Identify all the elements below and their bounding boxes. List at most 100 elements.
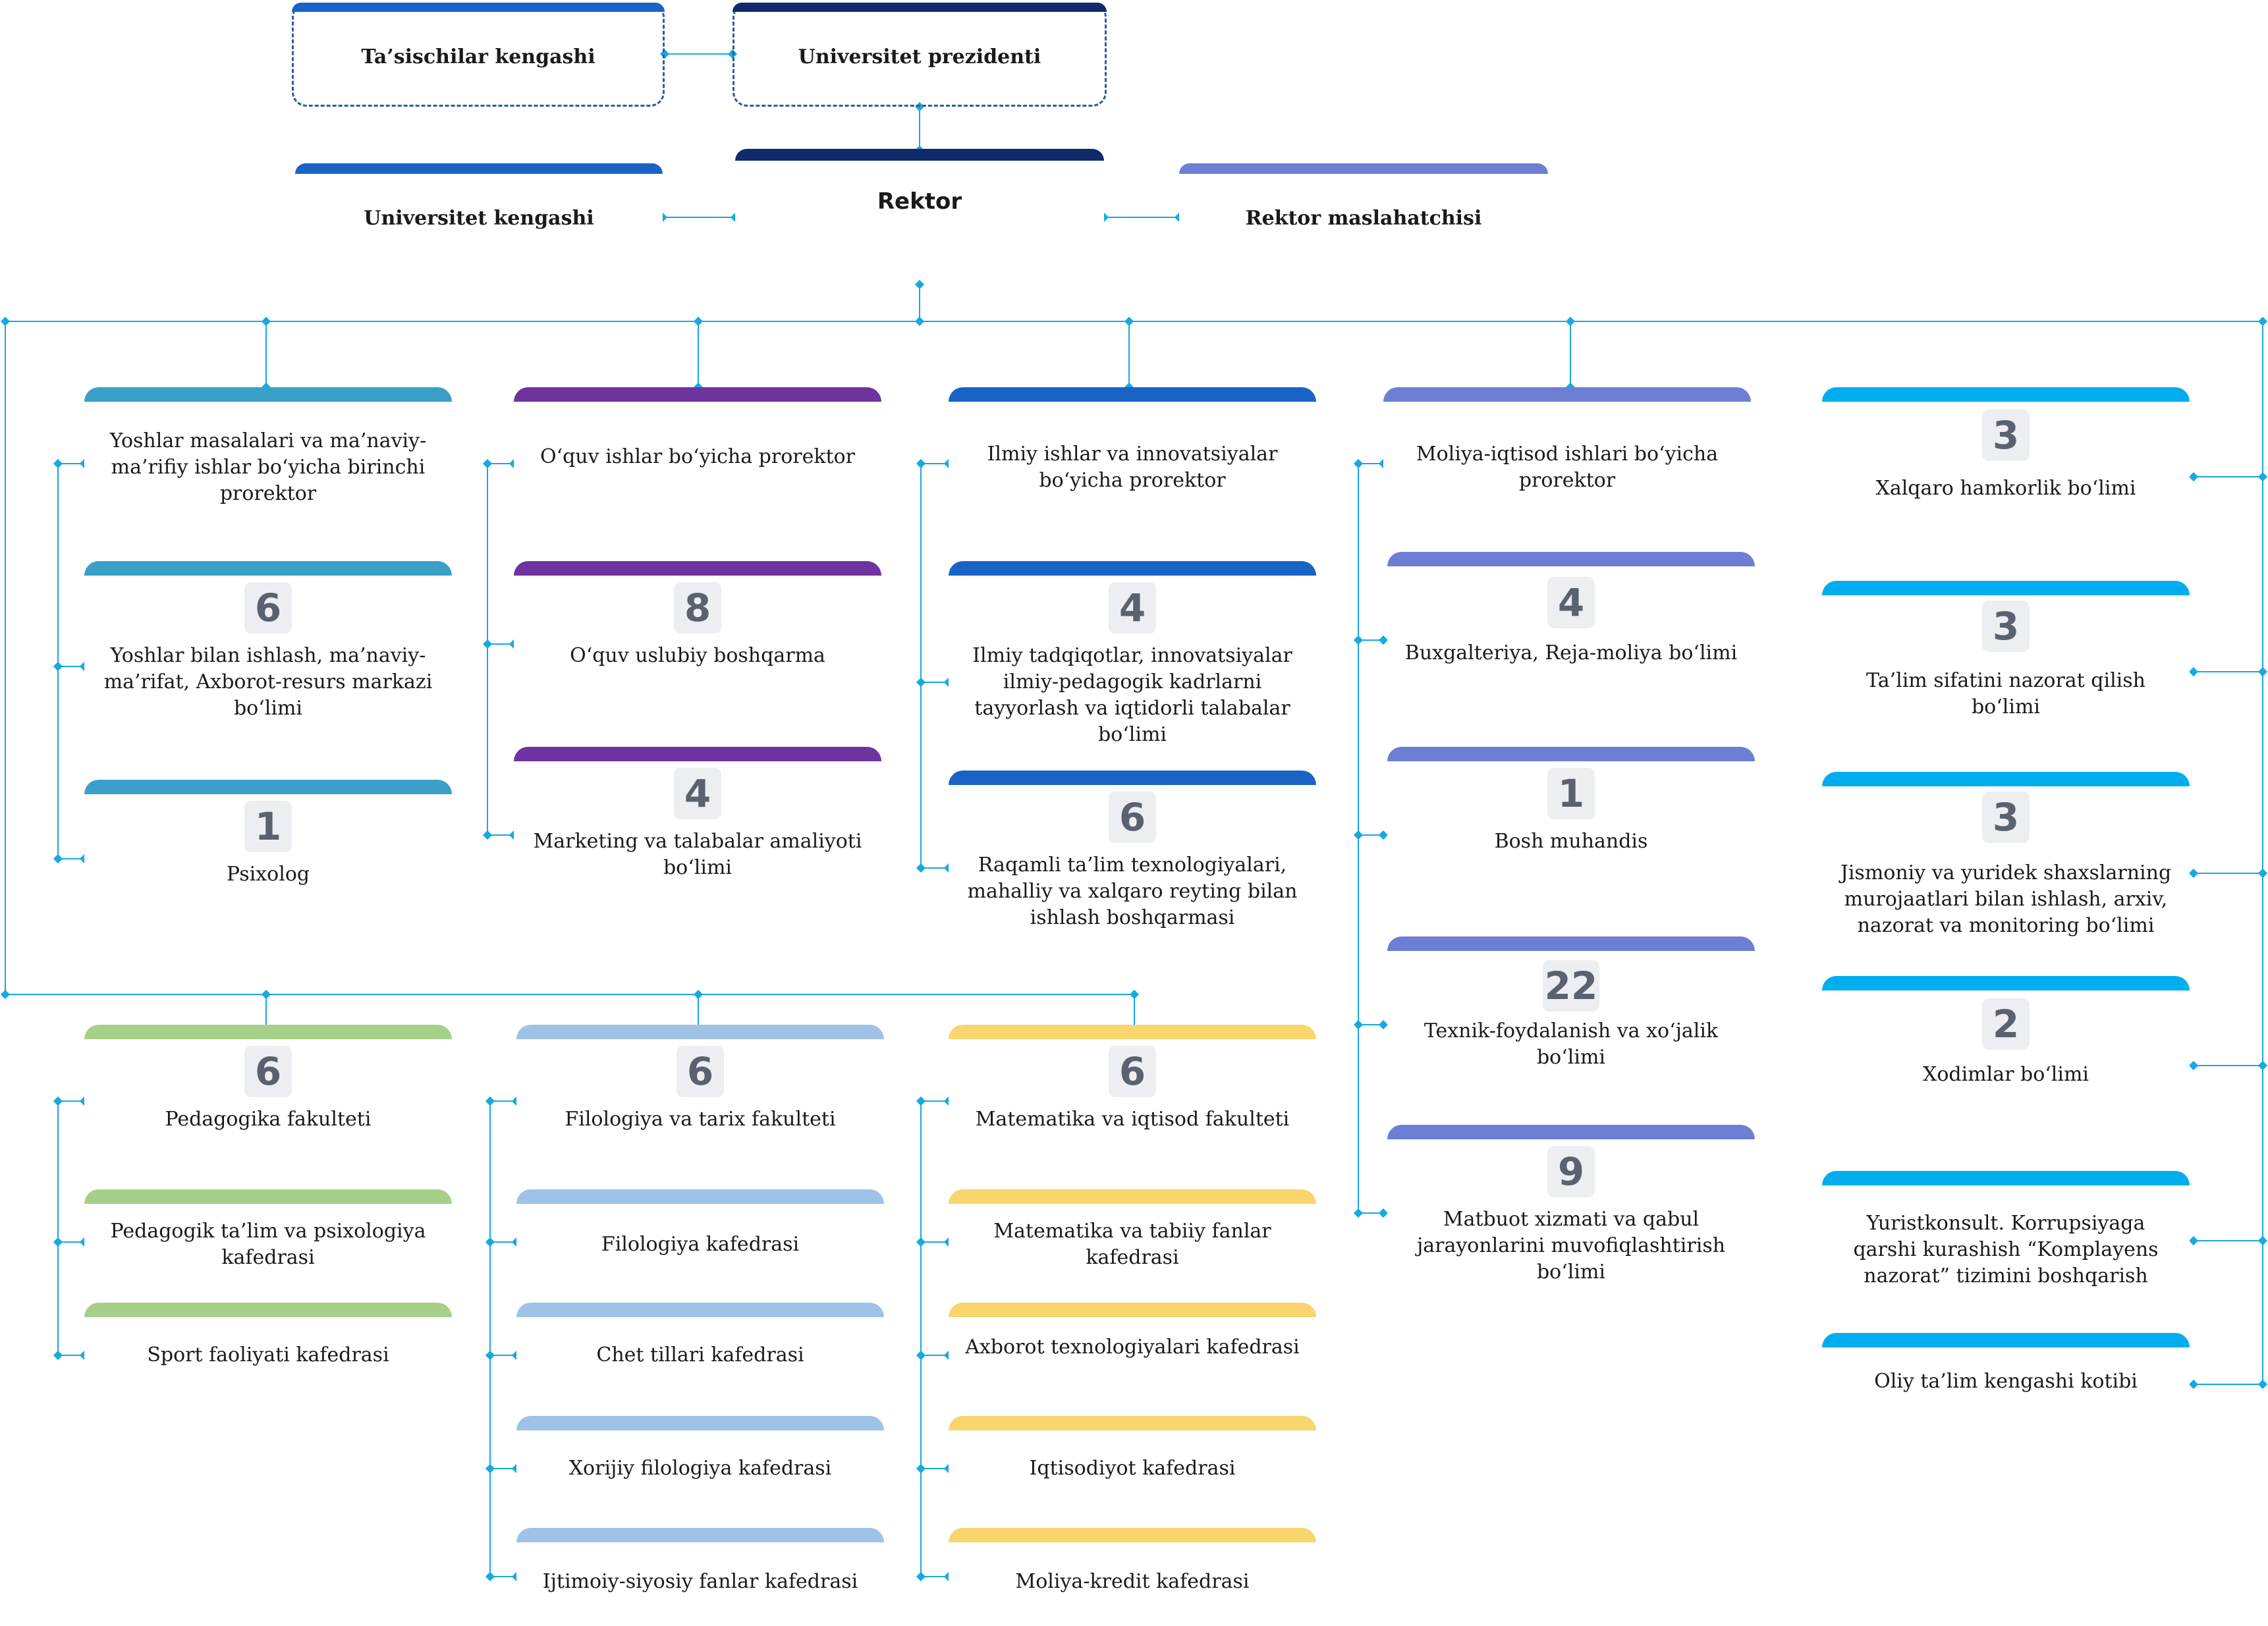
connector-node <box>2257 472 2268 482</box>
department-label: Moliya-kredit kafedrasi <box>1015 1570 1250 1593</box>
rector-advisor-box: Rektor maslahatchisi <box>1179 163 1548 242</box>
department-box: Matematika va tabiiy fanlar kafedrasi <box>949 1189 1316 1288</box>
international-box: 3 Xalqaro hamkorlik bo‘limi <box>1822 387 2190 519</box>
press-service-box: 9 Matbuot xizmati va qabul jarayonlarini… <box>1387 1125 1755 1296</box>
department-box: Chet tillari kafedrasi <box>516 1303 884 1388</box>
connector-node <box>916 1350 926 1361</box>
connector-node <box>2257 666 2268 677</box>
appeals-label: Jismoniy va yuridek shaxslarning murojaa… <box>1840 861 2172 937</box>
connector-node <box>916 1096 926 1106</box>
connector-node <box>485 1237 495 1247</box>
connector-node <box>659 49 670 59</box>
methodical-board-label: O‘quv uslubiy boshqarma <box>570 644 825 667</box>
staff-count-badge: 3 <box>1982 601 2030 652</box>
connector-node <box>482 639 493 649</box>
finance-prorector-label: Moliya-iqtisod ishlari bo‘yicha prorekto… <box>1416 443 1719 492</box>
founders-bar <box>292 3 665 12</box>
staff-count-badge: 6 <box>244 1046 292 1097</box>
staff-count-badge: 9 <box>1547 1146 1595 1197</box>
hr-label: Xodimlar bo‘limi <box>1922 1063 2089 1086</box>
connector-node <box>1378 830 1389 840</box>
rector-box: Rektor <box>735 149 1104 248</box>
council-bar <box>295 163 663 174</box>
staff-count-badge: 6 <box>244 582 292 634</box>
staff-count-badge: 1 <box>1547 768 1595 819</box>
accounting-label: Buxgalteriya, Reja-moliya bo‘limi <box>1404 641 1738 664</box>
faculty-label: Filologiya va tarix fakulteti <box>565 1108 836 1131</box>
connector-node <box>485 1571 495 1582</box>
connector-node <box>914 101 925 112</box>
academic-prorector-label: O‘quv ishlar bo‘yicha prorektor <box>539 445 856 468</box>
connector-node <box>2188 666 2199 677</box>
connector-node <box>485 1096 495 1106</box>
psychologist-label: Psixolog <box>226 863 310 886</box>
staff-count-badge: 6 <box>1109 792 1156 843</box>
rector-bar <box>735 149 1104 161</box>
finance-prorector-box: Moliya-iqtisod ishlari bo‘yicha prorekto… <box>1383 387 1751 519</box>
staff-count-badge: 4 <box>674 768 721 819</box>
connector-node <box>2188 868 2199 879</box>
marketing-label: Marketing va talabalar amaliyoti bo‘limi <box>533 830 862 879</box>
accounting-box: 4 Buxgalteriya, Reja-moliya bo‘limi <box>1387 552 1755 703</box>
philology-faculty-box: 6 Filologiya va tarix fakulteti <box>516 1025 884 1156</box>
department-box: Axborot texnologiyalari kafedrasi <box>949 1303 1316 1401</box>
connector-node <box>1353 1208 1364 1218</box>
digital-board-label: Raqamli ta’lim texnologiyalari, mahalliy… <box>967 854 1298 929</box>
legal-compliance-box: Yuristkonsult. Korrupsiyaga qarshi kuras… <box>1822 1171 2190 1303</box>
department-label: Pedagogik ta’lim va psixologiya kafedras… <box>110 1220 426 1269</box>
department-box: Ijtimoiy-siyosiy fanlar kafedrasi <box>516 1528 884 1613</box>
hr-box: 2 Xodimlar bo‘limi <box>1822 976 2190 1108</box>
department-label: Sport faoliyati kafedrasi <box>147 1343 389 1367</box>
connector-node <box>916 458 926 469</box>
council-label: Universitet kengashi <box>364 207 594 230</box>
connector-node <box>482 458 493 469</box>
staff-count-badge: 4 <box>1547 577 1595 628</box>
connector-node <box>914 279 925 290</box>
staff-count-badge: 22 <box>1543 960 1599 1012</box>
staff-count-badge: 2 <box>1982 998 2030 1050</box>
department-box: Moliya-kredit kafedrasi <box>949 1528 1316 1613</box>
connector-node <box>1378 1019 1389 1030</box>
psychologist-box: 1 Psixolog <box>84 780 452 898</box>
connector-node <box>485 1350 495 1361</box>
connector-node <box>2188 472 2199 482</box>
department-label: Axborot texnologiyalari kafedrasi <box>965 1336 1300 1359</box>
connector-node <box>2257 1379 2268 1390</box>
staff-count-badge: 6 <box>1109 1046 1156 1097</box>
connector-node <box>1353 458 1364 469</box>
connector-node <box>1353 1019 1364 1030</box>
digital-board-box: 6 Raqamli ta’lim texnologiyalari, mahall… <box>949 771 1316 942</box>
higher-ed-secretary-label: Oliy ta’lim kengashi kotibi <box>1874 1370 2138 1393</box>
connector-node <box>1378 635 1389 645</box>
methodical-board-box: 8 O‘quv uslubiy boshqarma <box>514 561 881 693</box>
president-bar <box>733 3 1107 12</box>
connector-node <box>916 1463 926 1474</box>
connector-node <box>53 854 63 864</box>
pedagogy-faculty-box: 6 Pedagogika fakulteti <box>84 1025 452 1156</box>
youth-department-box: 6 Yoshlar bilan ishlash, ma’naviy-ma’rif… <box>84 561 452 732</box>
connector-node <box>0 989 11 1000</box>
advisor-label: Rektor maslahatchisi <box>1245 207 1482 230</box>
connector-node <box>2257 1060 2268 1071</box>
staff-count-badge: 3 <box>1982 410 2030 461</box>
department-label: Xorijiy filologiya kafedrasi <box>568 1457 832 1480</box>
press-service-label: Matbuot xizmati va qabul jarayonlarini m… <box>1416 1208 1726 1284</box>
connector-node <box>2257 868 2268 879</box>
legal-compliance-label: Yuristkonsult. Korrupsiyaga qarshi kuras… <box>1853 1212 2159 1287</box>
department-box: Filologiya kafedrasi <box>516 1189 884 1275</box>
first-prorector-box: Yoshlar masalalari va ma’naviy-ma’rifiy … <box>84 387 452 519</box>
appeals-box: 3 Jismoniy va yuridek shaxslarning muroj… <box>1822 772 2190 950</box>
department-box: Sport faoliyati kafedrasi <box>84 1303 452 1382</box>
science-prorector-box: Ilmiy ishlar va innovatsiyalar bo‘yicha … <box>949 387 1316 519</box>
department-box: Iqtisodiyot kafedrasi <box>949 1416 1316 1502</box>
staff-count-badge: 6 <box>677 1046 724 1097</box>
higher-ed-secretary-box: Oliy ta’lim kengashi kotibi <box>1822 1333 2190 1412</box>
department-label: Filologiya kafedrasi <box>601 1233 800 1256</box>
connector-node <box>53 1350 63 1361</box>
connector-node <box>2188 1235 2199 1246</box>
president-box: Universitet prezidenti <box>733 3 1107 107</box>
connector-node <box>53 661 63 672</box>
maintenance-box: 22 Texnik-foydalanish va xo‘jalik bo‘lim… <box>1387 936 1755 1088</box>
